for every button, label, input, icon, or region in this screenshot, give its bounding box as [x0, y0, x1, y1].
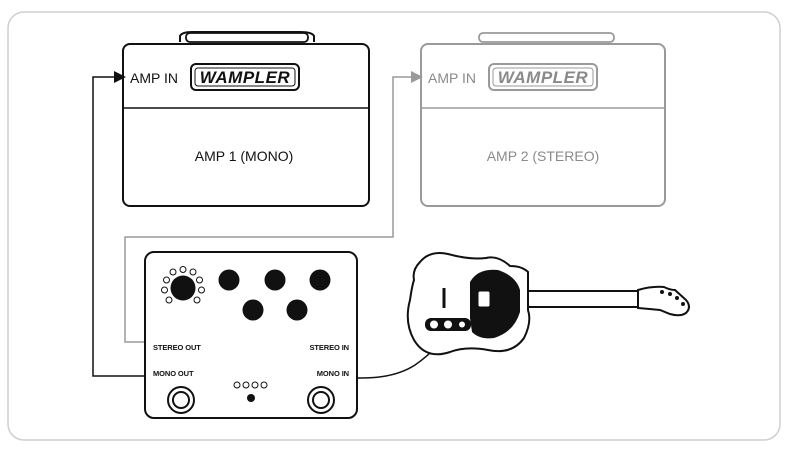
mono-out-cable [92, 76, 145, 377]
amp-1-input-label: AMP IN [130, 70, 178, 86]
amp-1-wampler-logo: WAMPLER [190, 63, 300, 91]
knob-5 [286, 299, 308, 321]
amp-1-input-arrow [114, 71, 126, 83]
amp-2-input-label: AMP IN [428, 70, 476, 86]
electric-guitar-icon [406, 252, 690, 356]
mono-out-label: MONO OUT [153, 369, 194, 378]
amp-1-handle-bar [185, 32, 309, 43]
amp-1-handle [179, 31, 315, 42]
knob-2 [264, 269, 286, 291]
pedal-enclosure [144, 251, 358, 419]
amp-2-name: AMP 2 (STEREO) [487, 148, 600, 164]
knob-3 [309, 269, 331, 291]
amp-2-brand-text: WAMPLER [498, 68, 589, 87]
amp-1: AMP IN WAMPLER AMP 1 (MONO) [122, 31, 370, 207]
amp-2-handle-bar [478, 32, 615, 43]
knob-4 [242, 299, 264, 321]
stereo-out-cable [124, 76, 413, 343]
amp-2: AMP IN WAMPLER AMP 2 (STEREO) [420, 32, 666, 207]
amp-2-cabinet [420, 43, 666, 207]
stereo-in-label: STEREO IN [309, 343, 349, 352]
mono-in-label: MONO IN [317, 369, 349, 378]
footswitch-right [307, 386, 335, 414]
pedal: STEREO OUT STEREO IN MONO OUT MONO IN [144, 251, 358, 419]
knob-1 [218, 269, 240, 291]
amp-2-wampler-logo: WAMPLER [488, 63, 598, 91]
footswitch-left [167, 386, 195, 414]
rotary-selector-knob [161, 266, 205, 304]
amp-1-name: AMP 1 (MONO) [195, 148, 294, 164]
led-indicators [233, 381, 268, 389]
amp-2-input-arrow [411, 71, 423, 83]
stereo-out-label: STEREO OUT [153, 343, 201, 352]
amp-1-brand-text: WAMPLER [200, 68, 291, 87]
amp-1-cabinet [122, 43, 370, 207]
toggle-switch [247, 394, 255, 402]
